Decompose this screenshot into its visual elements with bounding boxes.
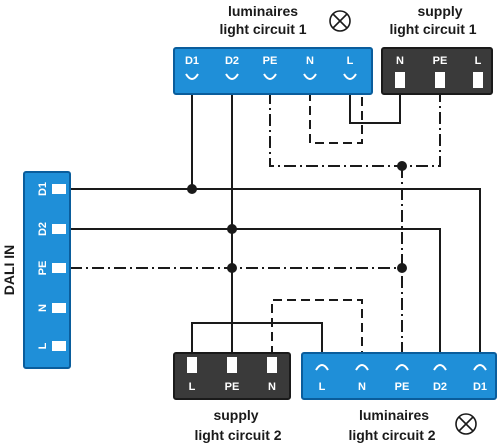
block-body <box>173 352 291 400</box>
screw-terminal-icon <box>433 364 447 371</box>
terminal-label: N <box>396 55 404 67</box>
screw-terminal-icon <box>303 73 317 80</box>
terminal-label: PE <box>37 261 49 276</box>
plug-terminal-icon <box>52 263 66 273</box>
plug-terminal-icon <box>52 224 66 234</box>
terminal-label: PE <box>433 55 448 67</box>
plug-terminal-icon <box>395 72 405 88</box>
screw-terminal-icon <box>343 73 357 80</box>
screw-terminal-icon <box>185 73 199 80</box>
terminal-label: D1 <box>37 182 49 196</box>
supply-1-title: supply light circuit 1 <box>389 3 476 37</box>
dali-in-block: D1 D2 PE N L <box>23 171 71 369</box>
terminal-label: L <box>319 381 326 393</box>
screw-terminal-icon <box>473 364 487 371</box>
wire-d1-bus <box>70 188 481 355</box>
wire-pe1 <box>269 92 441 167</box>
terminal-labels: D1 D2 PE N L <box>185 55 354 67</box>
block-body <box>173 47 373 95</box>
supply-1-block: N PE L <box>381 47 493 95</box>
terminal-label: N <box>358 381 366 393</box>
dashed-wires <box>271 92 363 355</box>
plug-terminal-icon <box>435 72 445 88</box>
plug-terminal-icon <box>473 72 483 88</box>
junction-dot <box>397 263 407 273</box>
title-line-1: supply <box>213 407 258 423</box>
dali-terminal-labels: D1 D2 PE N L <box>37 182 49 349</box>
terminal-label: L <box>189 381 196 393</box>
junction-dot <box>397 161 407 171</box>
lamp-cross-icon <box>455 413 477 435</box>
plug-terminal-icon <box>52 303 66 313</box>
luminaires-2-title: luminaires light circuit 2 <box>348 407 435 443</box>
title-line-2: light circuit 1 <box>219 21 306 37</box>
screw-terminals <box>185 73 357 80</box>
plug-terminal-icon <box>52 184 66 194</box>
screw-terminal-icon <box>315 364 329 371</box>
terminal-label: PE <box>263 55 278 67</box>
title-line-2: light circuit 2 <box>194 427 281 443</box>
plug-terminal-icon <box>227 357 237 373</box>
lamp-cross-icon <box>329 10 351 32</box>
supply-2-block: L PE N <box>173 352 291 400</box>
screw-terminal-icon <box>395 364 409 371</box>
terminal-label: D1 <box>473 381 487 393</box>
dashdot-wires <box>70 92 441 355</box>
terminal-label: N <box>268 381 276 393</box>
terminal-label: L <box>475 55 482 67</box>
junction-dot <box>227 263 237 273</box>
terminal-label: D2 <box>225 55 239 67</box>
wire-n2 <box>271 299 363 355</box>
title-line-2: light circuit 1 <box>389 21 476 37</box>
block-body <box>301 352 497 400</box>
dali-in-label: DALI IN <box>1 245 17 296</box>
screw-terminal-icon <box>225 73 239 80</box>
luminaires-1-block: D1 D2 PE N L <box>173 47 373 95</box>
screw-terminals <box>315 364 487 371</box>
title-line-1: supply <box>417 3 462 19</box>
plug-terminal-icon <box>52 341 66 351</box>
wire-d2-bus <box>70 228 441 355</box>
block-body <box>381 47 493 95</box>
junctions <box>187 161 407 273</box>
wires <box>70 92 481 355</box>
screw-terminal-icon <box>355 364 369 371</box>
junction-dot <box>227 224 237 234</box>
terminal-label: D2 <box>433 381 447 393</box>
terminal-label: N <box>306 55 314 67</box>
plug-terminal-icon <box>187 357 197 373</box>
terminal-label: PE <box>395 381 410 393</box>
title-line-1: luminaires <box>359 407 429 423</box>
supply-2-title: supply light circuit 2 <box>194 407 281 443</box>
wire-l2 <box>191 322 323 355</box>
terminal-label: PE <box>225 381 240 393</box>
title-line-2: light circuit 2 <box>348 427 435 443</box>
title-line-1: luminaires <box>228 3 298 19</box>
luminaires-1-title: luminaires light circuit 1 <box>219 3 306 37</box>
wire-n1 <box>309 92 363 144</box>
screw-terminal-icon <box>263 73 277 80</box>
terminal-label: D1 <box>185 55 199 67</box>
wire-l1 <box>349 92 401 124</box>
terminal-label: L <box>347 55 354 67</box>
terminal-label: N <box>37 304 49 312</box>
junction-dot <box>187 184 197 194</box>
block-body <box>23 171 71 369</box>
luminaires-2-block: L N PE D2 D1 <box>301 352 497 400</box>
terminal-label: L <box>37 342 49 349</box>
plug-terminal-icon <box>267 357 277 373</box>
terminal-label: D2 <box>37 222 49 236</box>
